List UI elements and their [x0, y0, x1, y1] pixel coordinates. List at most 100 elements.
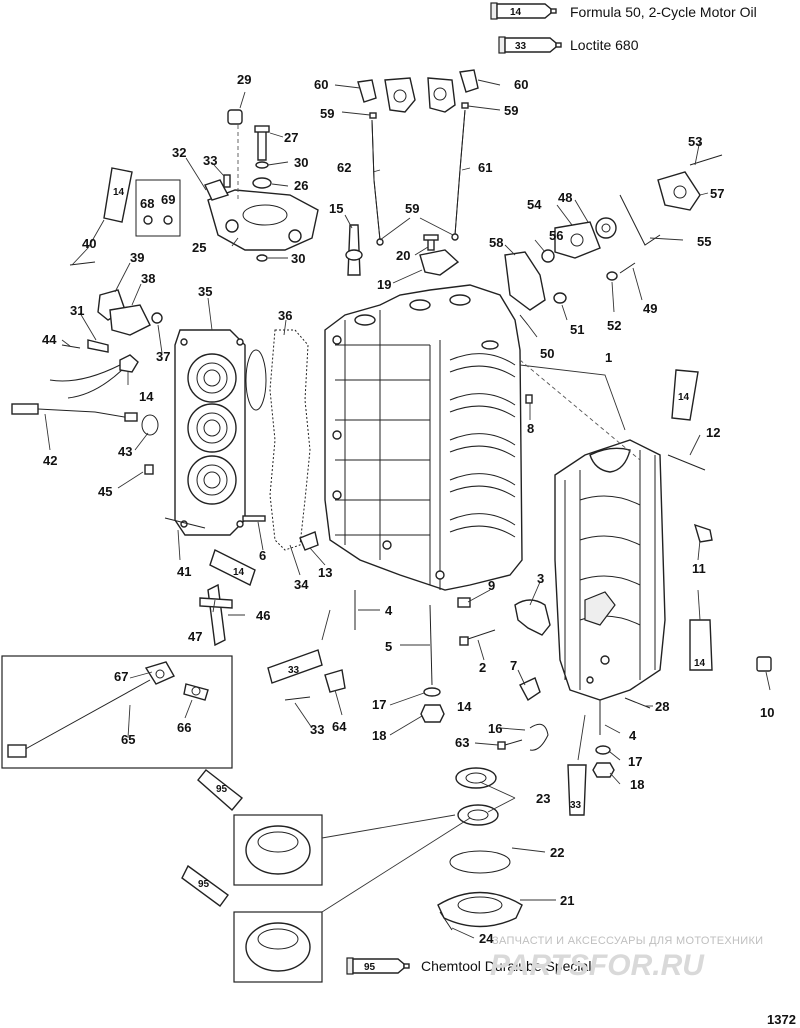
cylinder-block	[324, 284, 523, 591]
callout-23: 23	[536, 791, 550, 806]
callout-49: 49	[643, 301, 657, 316]
callout-51: 51	[570, 322, 584, 337]
callout-65: 65	[121, 732, 135, 747]
callout-68: 68	[140, 196, 154, 211]
svg-text:33: 33	[570, 800, 582, 811]
callout-21: 21	[560, 893, 574, 908]
dowel-pin	[242, 515, 266, 522]
callout-33-lower: 33	[310, 722, 324, 737]
callout-16: 16	[488, 721, 502, 736]
callout-42: 42	[43, 453, 57, 468]
callout-58: 58	[489, 235, 503, 250]
callout-35: 35	[198, 284, 212, 299]
callout-14-sensor: 14	[139, 389, 154, 404]
cylinder-head	[174, 329, 246, 536]
callout-52: 52	[607, 318, 621, 333]
callout-20: 20	[396, 248, 410, 263]
svg-text:33: 33	[288, 665, 300, 676]
callout-24: 24	[479, 931, 494, 946]
callout-48: 48	[558, 190, 572, 205]
tube-33-label: 33	[515, 41, 527, 52]
tube-33-left: 33	[267, 649, 323, 684]
callout-69: 69	[161, 192, 175, 207]
callout-40: 40	[82, 236, 96, 251]
callout-64: 64	[332, 719, 347, 734]
callout-10: 10	[760, 705, 774, 720]
callout-29: 29	[237, 72, 251, 87]
callout-62: 62	[337, 160, 351, 175]
callout-28: 28	[655, 699, 669, 714]
tube-95-label: 95	[364, 962, 376, 973]
callout-26: 26	[294, 178, 308, 193]
callout-46: 46	[256, 608, 270, 623]
tube-14-upper-left: 14	[103, 167, 133, 223]
svg-text:14: 14	[694, 658, 706, 669]
callout-19: 19	[377, 277, 391, 292]
callout-47: 47	[188, 629, 202, 644]
callout-8: 8	[527, 421, 534, 436]
callout-3: 3	[537, 571, 544, 586]
thermostat-housing	[207, 109, 319, 251]
legend-item-formula50: 14 Formula 50, 2-Cycle Motor Oil	[490, 2, 757, 20]
callout-18-left: 18	[372, 728, 386, 743]
head-gasket	[269, 329, 311, 551]
svg-text:14: 14	[678, 392, 690, 403]
callout-66: 66	[177, 720, 191, 735]
callout-63: 63	[455, 735, 469, 750]
tube-14-lower-right: 14	[689, 619, 713, 671]
bleed-valve-assembly	[504, 217, 617, 326]
callout-31: 31	[70, 303, 84, 318]
callout-57: 57	[710, 186, 724, 201]
callout-59-left: 59	[320, 106, 334, 121]
watermark-tagline: ЗАПЧАСТИ И АКСЕССУАРЫ ДЛЯ МОТОТЕХНИКИ	[492, 935, 763, 947]
callout-30-lower: 30	[291, 251, 305, 266]
callout-39: 39	[130, 250, 144, 265]
callout-36: 36	[278, 308, 292, 323]
callout-17-right: 17	[628, 754, 642, 769]
callout-50: 50	[540, 346, 554, 361]
callout-61: 61	[478, 160, 492, 175]
legend-text-loctite680: Loctite 680	[570, 37, 639, 53]
crankcase-cover	[554, 439, 666, 701]
callout-60-left: 60	[314, 77, 328, 92]
svg-text:14: 14	[233, 567, 245, 578]
callout-14-nut: 14	[457, 699, 472, 714]
callout-45: 45	[98, 484, 112, 499]
callout-44: 44	[42, 332, 57, 347]
callout-33-upper: 33	[203, 153, 217, 168]
callout-41: 41	[177, 564, 191, 579]
callout-59-center: 59	[405, 201, 419, 216]
callout-32: 32	[172, 145, 186, 160]
callout-56: 56	[549, 228, 563, 243]
callout-18-right: 18	[630, 777, 644, 792]
callout-34: 34	[294, 577, 309, 592]
callout-1: 1	[605, 350, 612, 365]
callout-53: 53	[688, 134, 702, 149]
figure-number: 1372	[767, 1012, 796, 1027]
callout-4-left: 4	[385, 603, 393, 618]
callout-15: 15	[329, 201, 343, 216]
callout-labels: 1 2 3 4 4 5 6 7 8 9 10 11 12 13 14 14 15…	[42, 72, 774, 946]
callout-13: 13	[318, 565, 332, 580]
tube-95-upper: 95	[197, 769, 244, 812]
callout-54: 54	[527, 197, 542, 212]
legend: 14 Formula 50, 2-Cycle Motor Oil 33 Loct…	[490, 2, 757, 54]
callout-6: 6	[259, 548, 266, 563]
inset-box-68-69	[135, 179, 181, 237]
callout-11: 11	[692, 561, 706, 576]
tube-14-label: 14	[510, 7, 522, 18]
callout-55: 55	[697, 234, 711, 249]
callout-30-upper: 30	[294, 155, 308, 170]
callout-37: 37	[156, 349, 170, 364]
svg-text:95: 95	[216, 784, 228, 795]
callout-27: 27	[284, 130, 298, 145]
callout-12: 12	[706, 425, 720, 440]
tube-14-head: 14	[209, 549, 256, 586]
svg-text:95: 95	[198, 879, 210, 890]
callout-59-right: 59	[504, 103, 518, 118]
callout-43: 43	[118, 444, 132, 459]
callout-38: 38	[141, 271, 155, 286]
tube-14-right: 14	[671, 369, 699, 421]
callout-9: 9	[488, 578, 495, 593]
legend-text-chemtool: Chemtool Duralube Special	[421, 958, 591, 974]
